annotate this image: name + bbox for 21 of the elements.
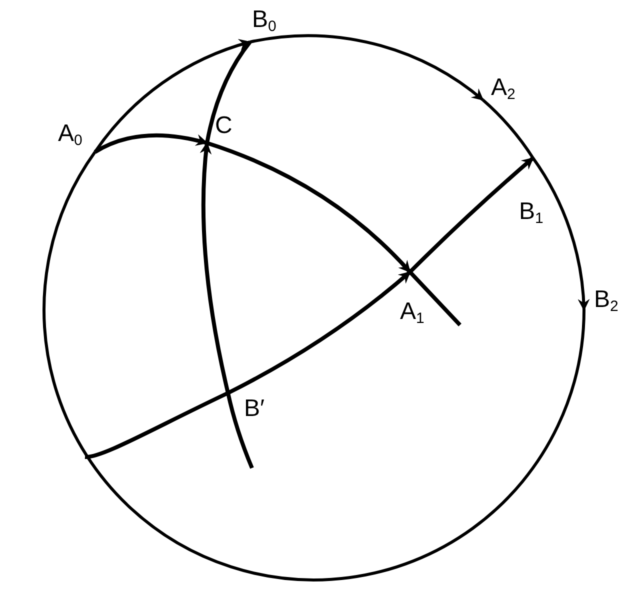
point-label: B′ [244, 397, 265, 421]
arrow [94, 40, 251, 153]
point-label: A$_{1}$ [400, 300, 424, 326]
point-label: C [215, 114, 232, 138]
arrow [227, 270, 412, 395]
curve [226, 392, 254, 469]
curve [482, 98, 534, 159]
curve [205, 40, 252, 144]
arrow [206, 141, 412, 274]
arrow [250, 34, 484, 102]
arrow [408, 156, 534, 274]
arrow [532, 157, 590, 311]
point-label: B$_{2}$ [594, 288, 618, 314]
curve [84, 391, 229, 459]
point-label: A$_{0}$ [58, 122, 82, 148]
arrow [94, 133, 208, 154]
point-label: B$_{1}$ [519, 200, 544, 226]
arrow [200, 142, 230, 394]
curve [408, 270, 462, 326]
point-label: A$_{2}$ [491, 76, 516, 102]
point-label: B$_{0}$ [252, 8, 276, 34]
